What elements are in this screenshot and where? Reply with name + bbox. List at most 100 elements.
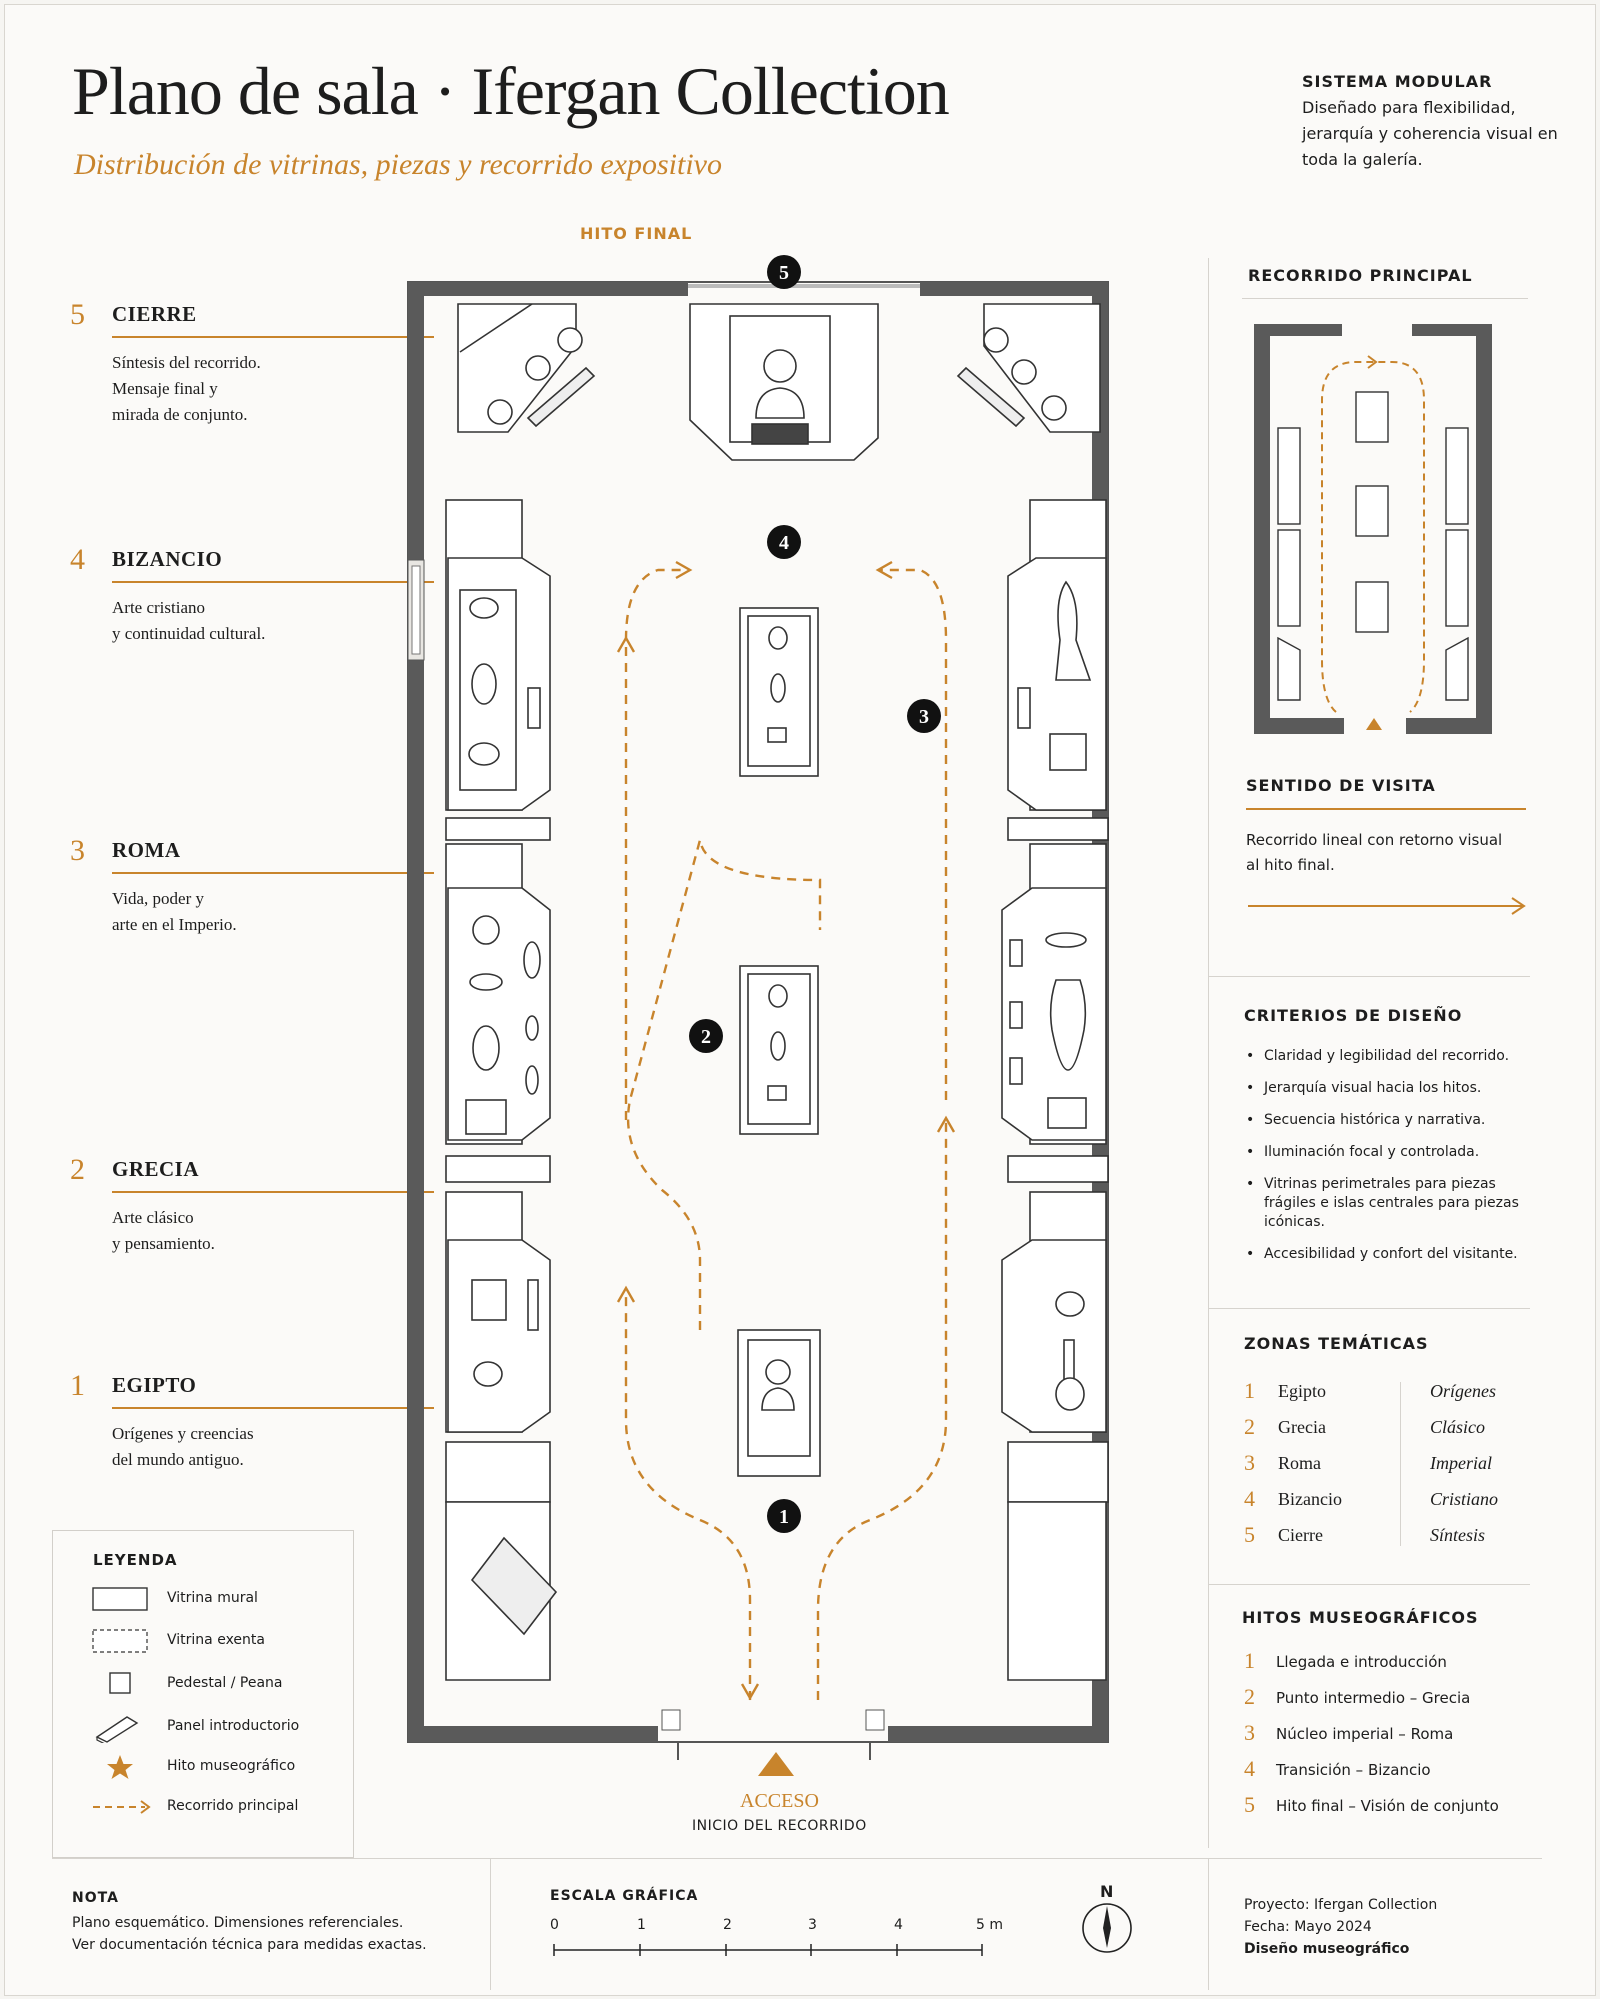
star-icon — [107, 1755, 133, 1779]
project-name: Proyecto: Ifergan Collection — [1244, 1897, 1438, 1913]
zone-name: EGIPTO — [112, 1373, 197, 1397]
row-number: 5 — [1244, 1522, 1255, 1547]
floor-plan: 1 2 3 4 5 — [407, 255, 1109, 1776]
zone-description: Arte cristiano y continuidad cultural. — [112, 598, 266, 643]
north-arrow-icon — [1082, 1903, 1132, 1953]
direction-heading: SENTIDO DE VISITA — [1246, 776, 1436, 795]
final-landmark-label: HITO FINAL — [580, 224, 693, 243]
wall-case-icon — [92, 1587, 148, 1611]
landmark-markers: 1 2 3 4 5 — [689, 255, 941, 1533]
route-panel-heading: RECORRIDO PRINCIPAL — [1248, 266, 1473, 285]
criteria-heading: CRITERIOS DE DISEÑO — [1244, 1006, 1463, 1025]
marker-2-label: 2 — [701, 1026, 711, 1048]
item-text: Hito final – Visión de conjunto — [1276, 1797, 1499, 1815]
divider — [1208, 1308, 1530, 1309]
legend-item: Vitrina mural — [53, 1585, 353, 1615]
footer-rule — [52, 1858, 1542, 1859]
zone-description: Orígenes y creencias del mundo antiguo. — [112, 1424, 254, 1469]
system-note: SISTEMA MODULAR Diseñado para flexibilid… — [1302, 72, 1562, 173]
legend-label: Pedestal / Peana — [167, 1675, 283, 1691]
row-name: Cierre — [1278, 1525, 1323, 1545]
criteria-list: Claridad y legibilidad del recorrido. Je… — [1244, 1047, 1540, 1264]
zone-name: CIERRE — [112, 302, 197, 326]
intro-panel-icon — [95, 1716, 139, 1743]
criteria-item: Claridad y legibilidad del recorrido. — [1244, 1047, 1540, 1066]
marker-1 — [767, 1499, 801, 1533]
zone-rule — [112, 1407, 434, 1409]
right-column-rule — [1208, 258, 1209, 1848]
legend-item: Panel introductorio — [53, 1713, 353, 1743]
project-type: Diseño museográfico — [1244, 1941, 1410, 1957]
page-title: Plano de sala · Ifergan Collection — [72, 53, 950, 129]
scale-tick-label: 4 — [894, 1917, 903, 1933]
row-number: 1 — [1244, 1378, 1255, 1403]
zone-number: 1 — [70, 1369, 85, 1402]
item-number: 1 — [1244, 1648, 1255, 1673]
marker-3 — [907, 699, 941, 733]
zone-description: Vida, poder y arte en el Imperio. — [112, 889, 237, 934]
divider — [1208, 976, 1530, 977]
zone-number: 4 — [70, 543, 85, 576]
criteria-item: Vitrinas perimetrales para piezas frágil… — [1244, 1175, 1540, 1232]
zone-rule — [112, 872, 434, 874]
zone-number: 2 — [70, 1153, 85, 1186]
row-theme: Síntesis — [1430, 1525, 1486, 1545]
note-line: Plano esquemático. Dimensiones referenci… — [72, 1915, 404, 1931]
marker-4 — [767, 525, 801, 559]
item-number: 3 — [1244, 1720, 1255, 1745]
row-name: Roma — [1278, 1453, 1321, 1473]
route-mini-plan — [1254, 324, 1492, 734]
table-row: 5 Cierre Síntesis — [1244, 1522, 1524, 1558]
zone-description: Síntesis del recorrido. Mensaje final y … — [112, 353, 261, 424]
legend-item: Vitrina exenta — [53, 1627, 353, 1657]
final-case — [689, 303, 879, 461]
marker-5-label: 5 — [779, 262, 789, 284]
zone-rule — [112, 581, 434, 583]
walls — [407, 281, 1109, 1760]
row-number: 2 — [1244, 1414, 1255, 1439]
zone-rule — [112, 336, 434, 338]
table-divider — [1400, 1382, 1401, 1546]
scale-bar — [553, 1944, 983, 1956]
marker-2 — [689, 1019, 723, 1053]
item-text: Llegada e introducción — [1276, 1653, 1447, 1671]
footer-divider — [490, 1858, 491, 1990]
direction-rule — [1246, 808, 1526, 810]
row-name: Egipto — [1278, 1381, 1326, 1401]
scale-tick-label: 2 — [723, 1917, 732, 1933]
item-number: 2 — [1244, 1684, 1255, 1709]
zone-name: BIZANCIO — [112, 547, 223, 571]
note-line: Ver documentación técnica para medidas e… — [72, 1937, 427, 1953]
wall-cases-left — [445, 499, 558, 1681]
dashed-arrow-icon — [93, 1800, 151, 1814]
direction-body: Recorrido lineal con retorno visual al h… — [1246, 831, 1503, 874]
legend-label: Vitrina mural — [167, 1590, 258, 1606]
central-islands — [737, 607, 821, 1477]
project-date: Fecha: Mayo 2024 — [1244, 1919, 1372, 1935]
zone-number: 5 — [70, 298, 85, 331]
marker-3-label: 3 — [919, 706, 929, 728]
item-text: Punto intermedio – Grecia — [1276, 1689, 1471, 1707]
route-arrows — [616, 560, 956, 1701]
list-item: 2 Punto intermedio – Grecia — [1244, 1684, 1544, 1722]
list-item: 1 Llegada e introducción — [1244, 1648, 1544, 1686]
criteria-item: Secuencia histórica y narrativa. — [1244, 1111, 1540, 1130]
direction-arrow-icon — [1248, 897, 1526, 915]
entrance-triangle-icon — [758, 1752, 794, 1776]
wall-cases-right — [1001, 499, 1109, 1681]
zone-name: ROMA — [112, 838, 181, 862]
row-theme: Clásico — [1430, 1417, 1486, 1437]
legend-item: Recorrido principal — [53, 1793, 353, 1823]
north-label: N — [1100, 1882, 1114, 1901]
pedestal-icon — [109, 1672, 131, 1694]
note-block: NOTA Plano esquemático. Dimensiones refe… — [72, 1890, 427, 1956]
legend-heading: LEYENDA — [93, 1551, 178, 1569]
footer-divider — [1208, 1858, 1209, 1990]
item-number: 4 — [1244, 1756, 1255, 1781]
